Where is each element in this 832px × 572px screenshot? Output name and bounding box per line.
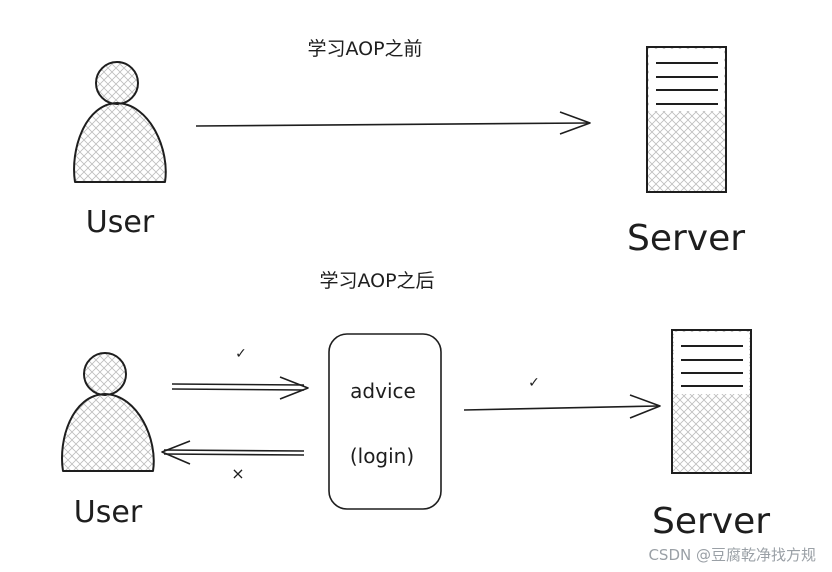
advice-label: advice bbox=[350, 379, 416, 403]
before-user-icon bbox=[73, 61, 167, 183]
before-server-label: Server bbox=[627, 218, 745, 259]
before-user-label: User bbox=[86, 205, 155, 240]
response-cross-mark: × bbox=[231, 464, 244, 483]
advice-sub-label: (login) bbox=[350, 444, 414, 468]
before-caption: 学习AOP之前 bbox=[307, 38, 422, 60]
after-user-label: User bbox=[74, 495, 143, 530]
advice-box bbox=[328, 333, 442, 510]
request-check-mark: ✓ bbox=[235, 346, 247, 362]
watermark: CSDN @豆腐乾净找方规 bbox=[648, 546, 816, 564]
forward-check-mark: ✓ bbox=[528, 375, 540, 391]
after-caption: 学习AOP之后 bbox=[319, 270, 434, 292]
after-server-label: Server bbox=[652, 501, 770, 542]
before-server-icon bbox=[646, 46, 727, 193]
response-arrow bbox=[161, 440, 305, 465]
after-user-icon bbox=[61, 352, 155, 472]
forward-arrow bbox=[463, 394, 661, 419]
before-arrow bbox=[195, 111, 591, 135]
after-server-icon bbox=[671, 329, 752, 474]
request-arrow bbox=[171, 376, 309, 400]
